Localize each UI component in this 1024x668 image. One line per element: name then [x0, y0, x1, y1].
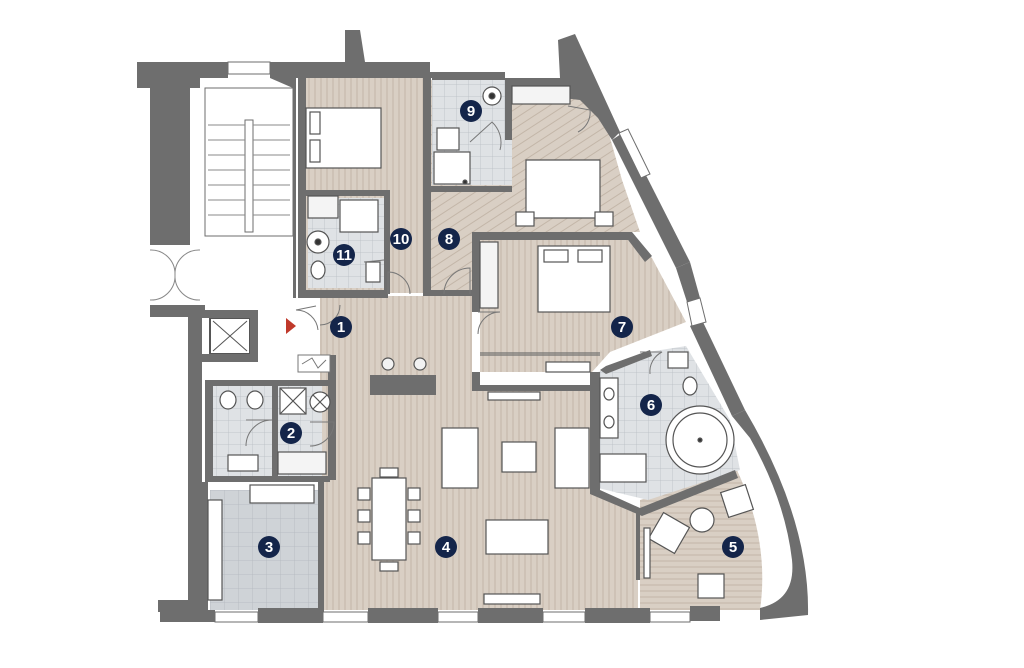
armchair	[647, 511, 691, 555]
room-marker-8: 8	[438, 228, 460, 250]
room-label: 1	[337, 319, 345, 336]
armchair	[697, 573, 725, 599]
room-label: 5	[729, 539, 737, 556]
room-label: 7	[618, 319, 626, 336]
bed	[525, 159, 601, 219]
walls	[137, 30, 809, 623]
hall-stairs	[297, 354, 331, 373]
room-marker-11: 11	[333, 244, 355, 266]
room-label: 10	[393, 231, 410, 248]
dining-table	[371, 477, 407, 561]
doors	[245, 105, 663, 447]
sofa	[485, 519, 549, 555]
room-label: 6	[647, 397, 655, 414]
entrance-arrow-icon	[286, 318, 296, 334]
room-marker-4: 4	[435, 536, 457, 558]
coffee-table	[501, 441, 537, 473]
room-label: 8	[445, 231, 453, 248]
room-label: 3	[265, 539, 273, 556]
room-label: 2	[287, 425, 295, 442]
room-marker-3: 3	[258, 536, 280, 558]
side-table	[689, 507, 715, 533]
room-marker-5: 5	[722, 536, 744, 558]
room-label: 4	[442, 539, 451, 556]
room-marker-6: 6	[640, 394, 662, 416]
room-marker-2: 2	[280, 422, 302, 444]
room-marker-10: 10	[390, 228, 412, 250]
room-marker-9: 9	[460, 100, 482, 122]
windows	[214, 61, 707, 623]
room-markers: 1 2 3 4 5 6 7 8 9 10 11	[258, 100, 744, 558]
stairwell	[149, 87, 294, 355]
room-label: 9	[467, 103, 475, 120]
room-label: 11	[336, 247, 352, 264]
armchair	[719, 483, 755, 519]
armchair	[441, 427, 479, 489]
armchair	[554, 427, 590, 489]
furniture	[207, 85, 755, 605]
room-marker-1: 1	[330, 316, 352, 338]
room-marker-7: 7	[611, 316, 633, 338]
